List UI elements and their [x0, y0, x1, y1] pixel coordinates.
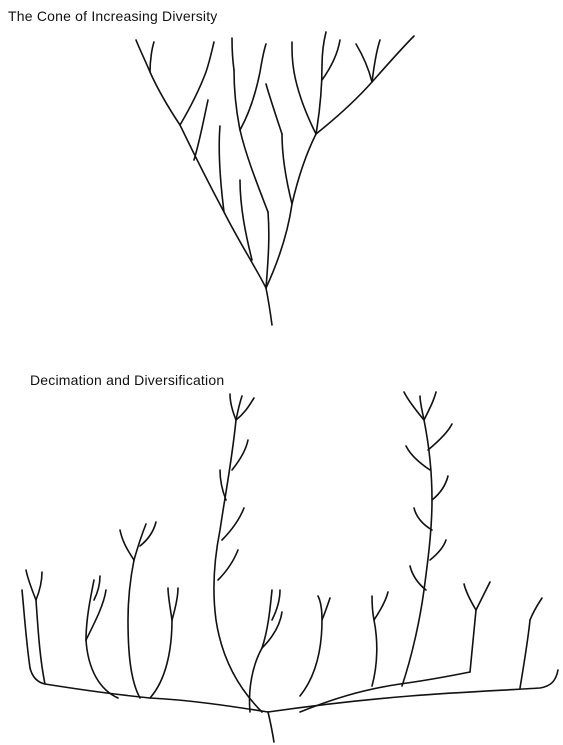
dec-tall-right-f: [414, 508, 432, 530]
dec-clade-4-a: [168, 588, 172, 620]
dec-trunk: [268, 712, 274, 742]
dec-tall-right-c: [428, 424, 452, 450]
dec-base-left: [30, 668, 268, 712]
dec-clade-5-stem: [250, 590, 273, 712]
dec-tall-e: [222, 508, 244, 540]
dec-clade-2-c: [94, 576, 100, 600]
dec-clade-5-a: [262, 612, 282, 648]
dec-tall-f: [218, 550, 238, 580]
dec-tall-a: [230, 394, 236, 420]
dec-tall-c: [232, 440, 248, 470]
dec-clade-1-stem: [36, 600, 45, 684]
dec-clade-7-a: [374, 592, 388, 620]
dec-tall-d: [220, 470, 226, 500]
dec-tall-right-g: [430, 540, 446, 560]
dec-clade-3-stem: [128, 560, 140, 698]
dec-clade-8-b: [464, 584, 476, 610]
dec-clade-7-stem: [372, 596, 377, 686]
dec-tall-right-d: [406, 446, 430, 470]
dec-clade-9-a: [530, 598, 542, 620]
decimation-tree: [22, 392, 558, 742]
dec-clade-1-a: [26, 570, 36, 600]
dec-base-right2: [300, 672, 470, 712]
dec-clade-4-stem: [150, 620, 172, 698]
dec-clade-1-c: [22, 590, 30, 668]
dec-clade-6-a: [322, 598, 330, 620]
dec-clade-4-b: [172, 588, 178, 620]
dec-tall-right-e: [432, 476, 448, 500]
dec-clade-1-b: [36, 572, 42, 600]
dec-clade-5-b: [272, 590, 280, 620]
dec-clade-9-stem: [520, 620, 530, 688]
dec-clade-2-stem: [86, 640, 118, 698]
dec-clade-6-stem: [300, 596, 322, 696]
dec-tall-right-stem: [402, 396, 432, 686]
dec-clade-8-a: [476, 582, 490, 610]
dec-tall-right-h: [410, 566, 426, 590]
dec-clade-8-stem: [470, 610, 476, 672]
dec-tall-right-a: [424, 392, 436, 420]
dec-clade-3-b: [120, 530, 134, 560]
